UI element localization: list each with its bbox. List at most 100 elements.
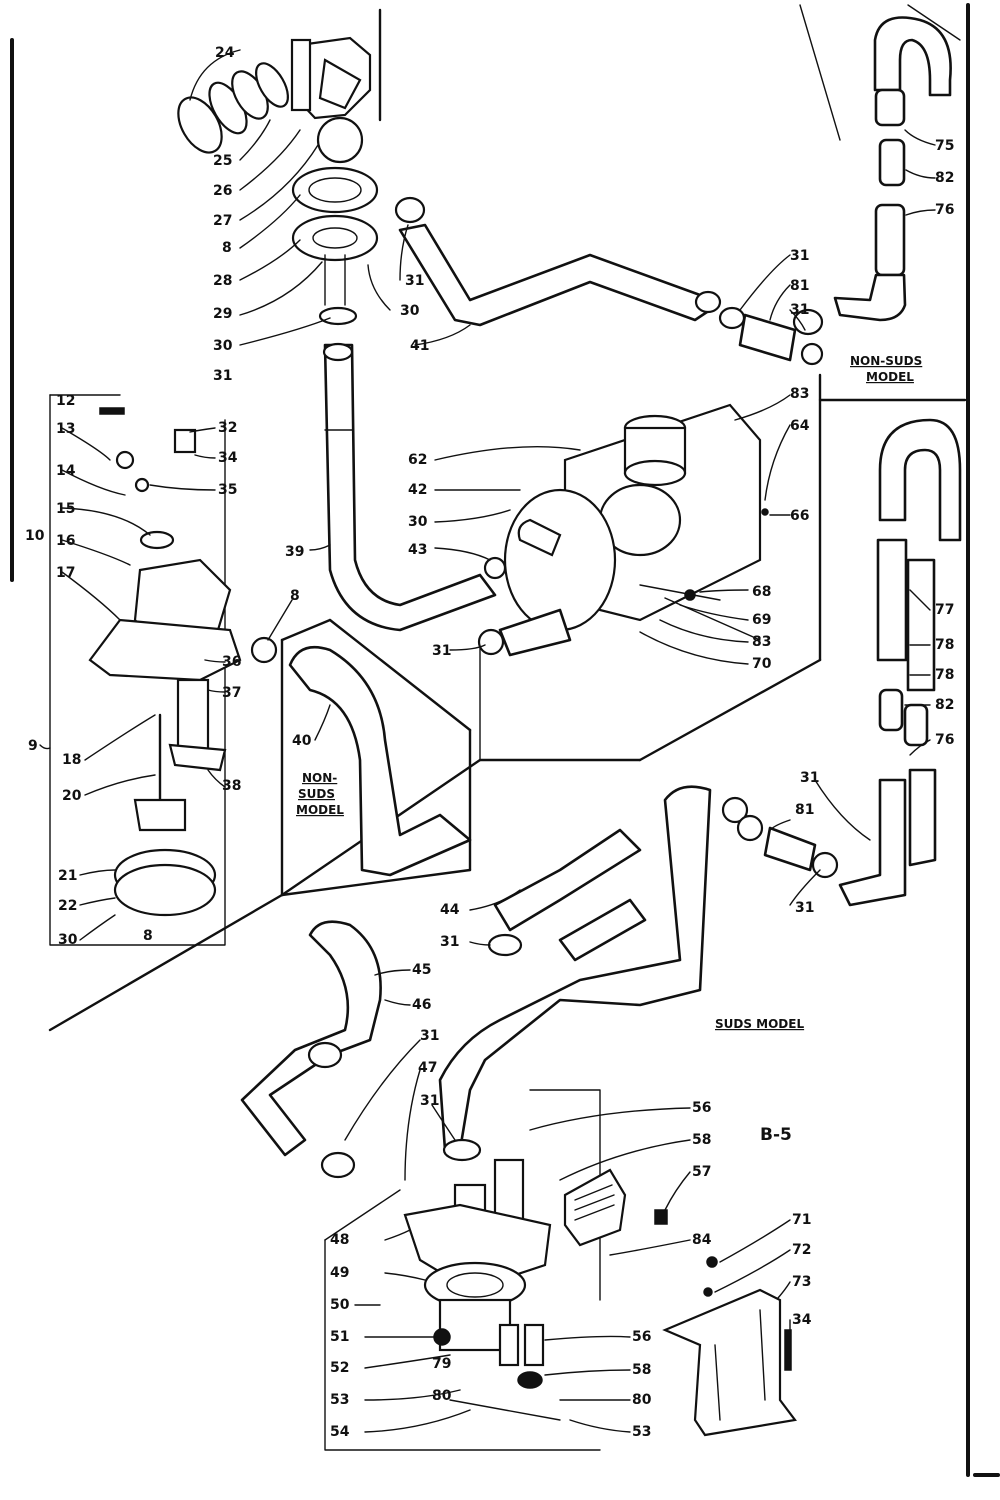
non-suds-top-hose (833, 16, 952, 322)
callout-66: 66 (790, 508, 809, 524)
callout-8: 8 (290, 588, 300, 604)
callout-28: 28 (213, 273, 232, 289)
note-non-suds-mid-line1: NON- (302, 771, 337, 785)
callout-15: 15 (56, 501, 75, 517)
callout-75: 75 (935, 138, 954, 154)
upper-inlet-assembly (177, 36, 379, 326)
callout-47: 47 (418, 1060, 437, 1076)
note-non-suds-mid-line3: MODEL (296, 803, 344, 817)
callout-8: 8 (222, 240, 232, 256)
callout-34: 34 (792, 1312, 812, 1328)
mounting-bracket (662, 1256, 797, 1437)
callout-31: 31 (420, 1028, 439, 1044)
suds-lower-hoses (240, 785, 839, 1179)
callout-13: 13 (56, 421, 75, 437)
callout-31: 31 (213, 368, 232, 384)
callout-20: 20 (62, 788, 82, 804)
callout-24: 24 (215, 45, 235, 61)
callout-30: 30 (213, 338, 233, 354)
callout-46: 46 (412, 997, 431, 1013)
callout-79: 79 (432, 1356, 451, 1372)
callout-80: 80 (632, 1392, 652, 1408)
note-non-suds-mid-line2: SUDS (298, 787, 335, 801)
callout-31: 31 (440, 934, 459, 950)
hose-41 (394, 196, 824, 366)
callout-42: 42 (408, 482, 427, 498)
callout-83: 83 (790, 386, 809, 402)
callout-78: 78 (935, 667, 954, 683)
callout-83: 83 (752, 634, 771, 650)
leader-lines (39, 49, 936, 1433)
lower-pump-box (324, 1089, 668, 1451)
page-tag: B-5 (760, 1125, 792, 1145)
callout-54: 54 (330, 1424, 350, 1440)
callout-10: 10 (25, 528, 45, 544)
callout-30: 30 (408, 514, 428, 530)
callout-18: 18 (62, 752, 81, 768)
pump-motor-assembly (477, 403, 769, 657)
callout-82: 82 (935, 697, 954, 713)
callout-9: 9 (28, 738, 38, 754)
callout-31: 31 (432, 643, 451, 659)
callout-58: 58 (632, 1362, 651, 1378)
callout-81: 81 (790, 278, 809, 294)
note-suds-model: SUDS MODEL (715, 1017, 804, 1031)
callout-70: 70 (752, 656, 772, 672)
callout-27: 27 (213, 213, 232, 229)
callout-32: 32 (218, 420, 237, 436)
callout-64: 64 (790, 418, 810, 434)
callout-31: 31 (795, 900, 814, 916)
callout-58: 58 (692, 1132, 711, 1148)
callout-14: 14 (56, 463, 76, 479)
callout-76: 76 (935, 732, 954, 748)
callout-52: 52 (330, 1360, 349, 1376)
callout-31: 31 (420, 1093, 439, 1109)
callout-26: 26 (213, 183, 232, 199)
model-notes: NON-SUDS MODEL NON- SUDS MODEL SUDS MODE… (296, 354, 922, 1145)
callout-53: 53 (632, 1424, 651, 1440)
callout-76: 76 (935, 202, 954, 218)
callout-82: 82 (935, 170, 954, 186)
callout-31: 31 (800, 770, 819, 786)
suds-right-hoses (838, 418, 962, 907)
callout-8: 8 (143, 928, 153, 944)
callout-62: 62 (408, 452, 427, 468)
callout-71: 71 (792, 1212, 811, 1228)
callout-78: 78 (935, 637, 954, 653)
callout-57: 57 (692, 1164, 711, 1180)
callout-40: 40 (292, 733, 312, 749)
callout-12: 12 (56, 393, 75, 409)
callout-53: 53 (330, 1392, 349, 1408)
callout-31: 31 (790, 248, 809, 264)
callout-31: 31 (790, 302, 809, 318)
callout-81: 81 (795, 802, 814, 818)
callout-22: 22 (58, 898, 77, 914)
callout-84: 84 (692, 1232, 712, 1248)
callout-16: 16 (56, 533, 75, 549)
callout-29: 29 (213, 306, 232, 322)
callout-21: 21 (58, 868, 77, 884)
callout-38: 38 (222, 778, 241, 794)
callout-77: 77 (935, 602, 954, 618)
callout-73: 73 (792, 1274, 811, 1290)
callout-80: 80 (432, 1388, 452, 1404)
callout-49: 49 (330, 1265, 349, 1281)
callout-51: 51 (330, 1329, 349, 1345)
callout-34: 34 (218, 450, 238, 466)
hose-39 (322, 342, 497, 632)
callout-17: 17 (56, 565, 75, 581)
note-non-suds-top-line1: NON-SUDS (850, 354, 922, 368)
callout-31: 31 (405, 273, 424, 289)
cabinet-outline (10, 3, 1000, 1477)
callout-56: 56 (692, 1100, 711, 1116)
callout-30: 30 (58, 932, 78, 948)
detail-box-solenoid (49, 394, 242, 946)
callout-44: 44 (440, 902, 460, 918)
callout-48: 48 (330, 1232, 349, 1248)
callout-41: 41 (410, 338, 429, 354)
callout-69: 69 (752, 612, 771, 628)
note-non-suds-top-line2: MODEL (866, 370, 914, 384)
callout-30: 30 (400, 303, 420, 319)
